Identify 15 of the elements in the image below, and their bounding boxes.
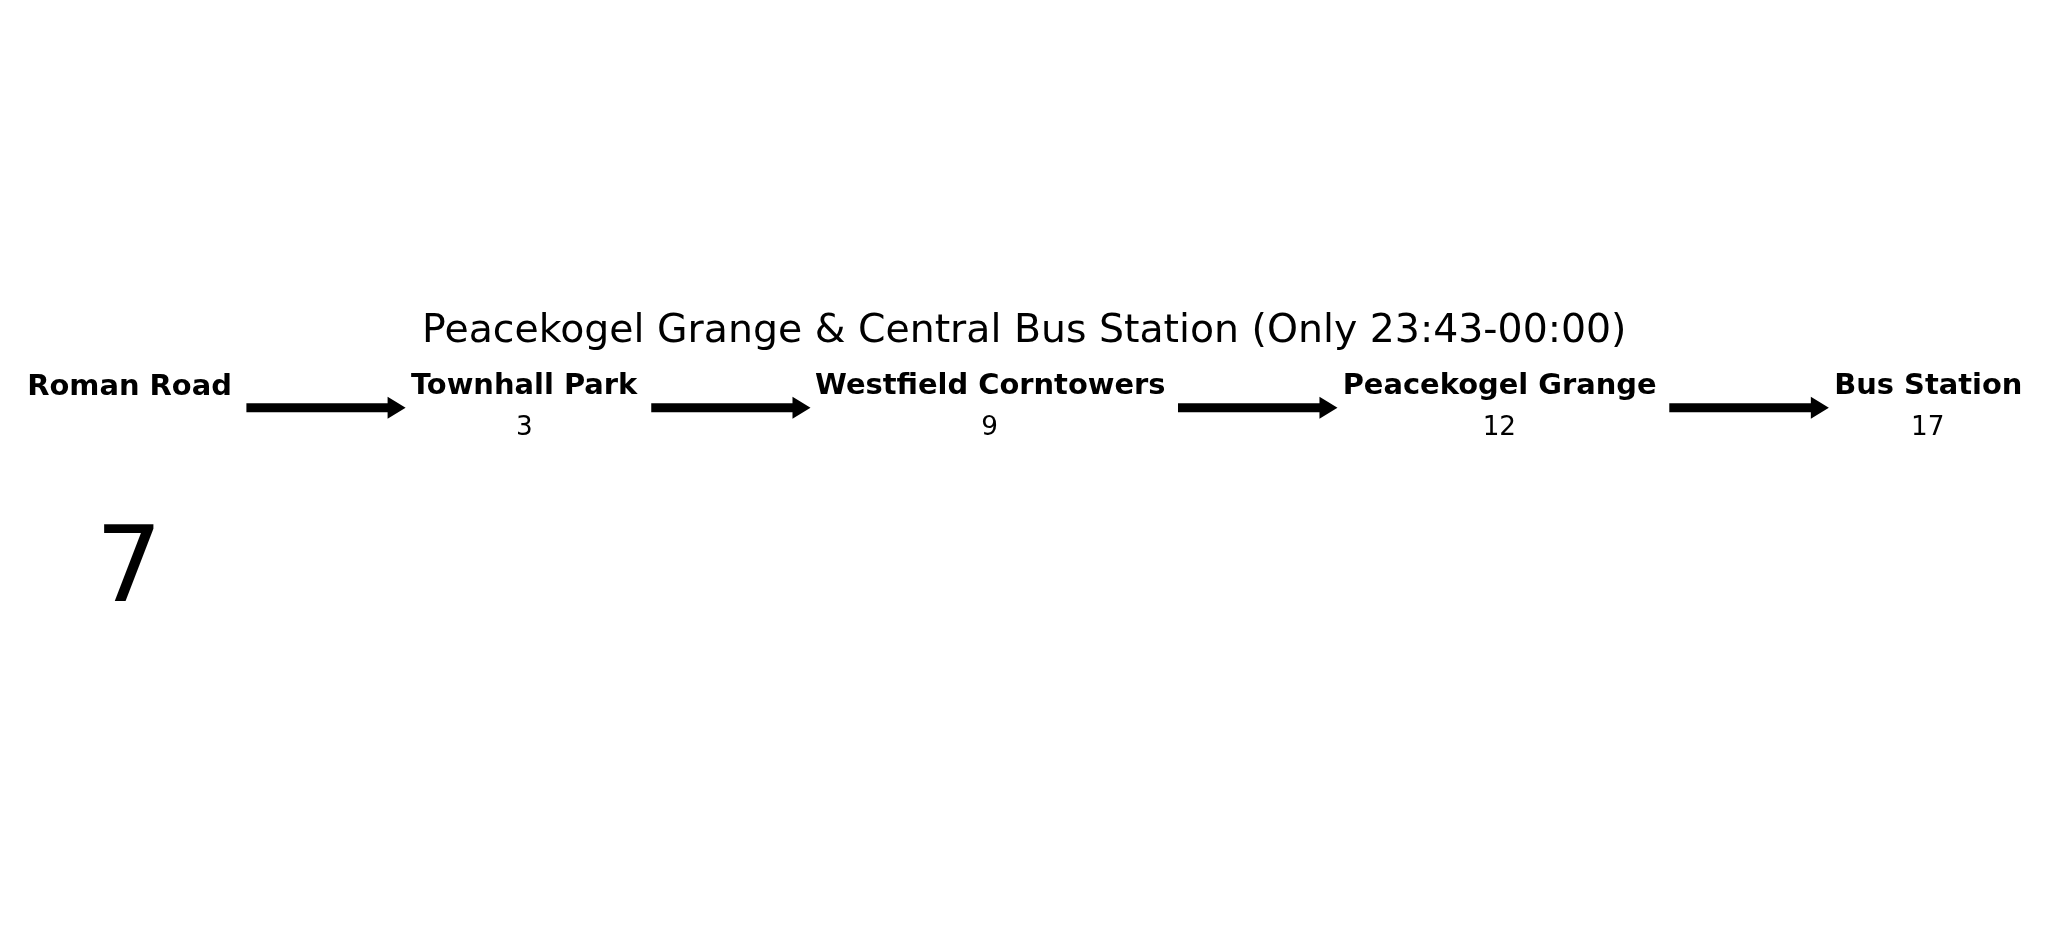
- node-label: 17: [1911, 411, 1945, 442]
- node-label: 12: [1482, 411, 1517, 442]
- arrow: [651, 396, 811, 419]
- node-text: Townhall Park: [410, 367, 638, 402]
- node-label: 3: [516, 411, 533, 442]
- node-text: Westfield Corntowers: [815, 367, 1166, 402]
- arrow: [246, 396, 406, 419]
- node-text: Roman Road: [27, 368, 232, 403]
- node-text: Bus Station: [1834, 367, 2023, 402]
- node-text: Peacekogel Grange: [1342, 367, 1657, 402]
- arrow: [1669, 396, 1829, 419]
- diagram-title: Peacekogel Grange & Central Bus Station (Only 23:43-00:00): [422, 305, 1627, 352]
- node-label: 9: [981, 411, 999, 442]
- arrow: [1178, 396, 1338, 419]
- label: 7: [95, 502, 163, 626]
